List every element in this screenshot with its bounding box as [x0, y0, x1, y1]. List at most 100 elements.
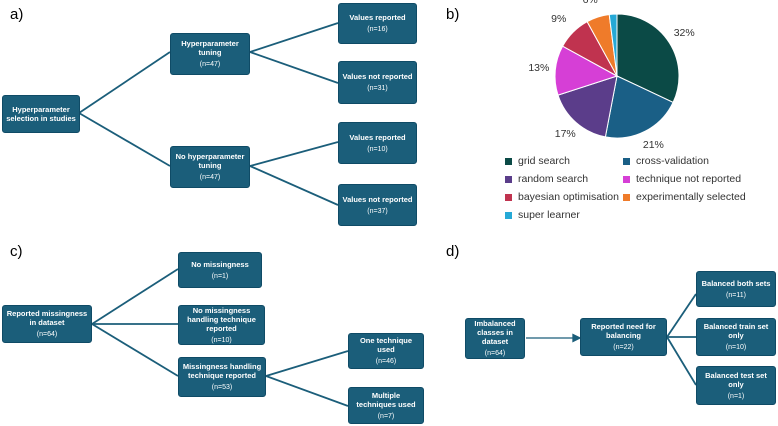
box-c-root-title: Reported missingness in dataset: [6, 309, 88, 327]
box-a-no-tuning: No hyperparameter tuning (n=47): [170, 146, 250, 188]
connector-a-tuning-reported: [249, 22, 339, 53]
pie-slice-random-search: [557, 75, 618, 138]
pie-label-bayesian-optimisation: 9%: [551, 13, 567, 26]
pie-slice-grid-search: [616, 13, 680, 104]
box-d-test-count: (n=1): [727, 392, 745, 400]
legend-swatch: [623, 175, 630, 183]
box-c-reported: Missingness handling technique reported …: [178, 357, 266, 397]
box-c-one-count: (n=46): [375, 358, 397, 365]
pie-label-super-learner: 2%: [602, 0, 617, 2]
box-d-imbalanced-count: (n=64): [484, 350, 506, 357]
connector-a-root-tuning: [78, 51, 171, 114]
box-d-train-title: Balanced train set only: [703, 322, 769, 340]
connector-c-root-reported: [91, 323, 179, 377]
box-a-notuning-not-reported-title: Values not reported: [342, 194, 413, 204]
box-c-reported-count: (n=53): [211, 384, 233, 391]
box-d-need: Reported need for balancing (n=22): [580, 318, 667, 356]
pie-label-random-search: 17%: [554, 128, 576, 141]
panel-label-a: a): [10, 6, 24, 23]
box-a-tuning-not-reported-title: Values not reported: [342, 72, 413, 81]
legend-label: experimentally selected: [636, 191, 746, 203]
box-c-one-title: One technique used: [359, 336, 413, 354]
box-d-train-count: (n=10): [725, 344, 747, 351]
box-d-test-title: Balanced test set only: [705, 370, 767, 389]
box-a-tuning-reported-title: Values reported: [349, 13, 406, 22]
legend-item-cross-validation: cross-validation: [623, 155, 709, 167]
pie-label-technique-not-reported: 13%: [528, 61, 550, 74]
legend-label: technique not reported: [636, 173, 742, 185]
panel-label-d: d): [446, 243, 460, 260]
box-a-notuning-reported-title: Values reported: [349, 132, 406, 142]
legend-label: cross-validation: [636, 155, 709, 167]
legend-swatch: [623, 193, 630, 201]
legend-item-grid-search: grid search: [505, 155, 570, 167]
box-d-imbalanced-title: Imbalanced classes in dataset: [474, 319, 516, 346]
legend-swatch: [505, 175, 512, 183]
box-a-notuning-reported: Values reported (n=10): [338, 122, 417, 164]
box-a-tuning-not-reported: Values not reported (n=31): [338, 61, 417, 104]
legend-label: bayesian optimisation: [518, 191, 619, 203]
legend-swatch: [505, 157, 512, 165]
pie-label-experimentally-selected: 6%: [583, 0, 598, 6]
box-c-root: Reported missingness in dataset (n=64): [2, 305, 92, 343]
box-d-imbalanced: Imbalanced classes in dataset (n=64): [465, 318, 525, 359]
box-c-multiple-count: (n=7): [377, 412, 395, 420]
box-d-test: Balanced test set only (n=1): [696, 366, 776, 405]
box-d-need-title: Reported need for balancing: [591, 322, 656, 340]
box-c-none-count: (n=1): [211, 272, 229, 280]
box-c-not-reported-count: (n=10): [211, 336, 232, 344]
connector-a-tuning-notreported: [249, 51, 339, 84]
legend-label: grid search: [518, 155, 570, 167]
box-a-tuning-reported-count: (n=16): [367, 26, 388, 33]
panel-label-c: c): [10, 243, 23, 260]
box-a-notuning-not-reported: Values not reported (n=37): [338, 184, 417, 226]
legend-label: super learner: [518, 209, 580, 221]
arrowhead-d: [572, 333, 582, 343]
legend-item-experimentally-selected: experimentally selected: [623, 191, 746, 203]
connector-a-root-notuning: [78, 112, 171, 167]
legend-swatch: [505, 211, 512, 219]
connector-c-reported-one: [265, 350, 349, 377]
pie-label-grid-search: 32%: [673, 26, 695, 39]
box-c-multiple-title: Multiple techniques used: [356, 390, 416, 409]
box-c-none: No missingness (n=1): [178, 252, 262, 288]
legend-item-super-learner: super learner: [505, 209, 580, 221]
box-d-both-count: (n=11): [726, 291, 746, 299]
legend-swatch: [505, 193, 512, 201]
box-d-train: Balanced train set only (n=10): [696, 318, 776, 356]
box-d-both: Balanced both sets (n=11): [696, 271, 776, 307]
connector-c-root-none: [91, 268, 179, 325]
box-a-root-title: Hyperparameter selection in studies: [6, 105, 76, 123]
box-a-tuning-count: (n=47): [199, 61, 221, 68]
connector-d-need-test: [666, 336, 697, 386]
box-c-root-count: (n=64): [36, 331, 58, 338]
box-a-tuning: Hyperparameter tuning (n=47): [170, 33, 250, 75]
legend-swatch: [623, 157, 630, 165]
box-d-both-title: Balanced both sets: [701, 278, 771, 288]
box-a-notuning-reported-count: (n=10): [367, 145, 388, 153]
box-c-one: One technique used (n=46): [348, 333, 424, 369]
box-c-multiple: Multiple techniques used (n=7): [348, 387, 424, 424]
pie-label-cross-validation: 21%: [642, 139, 664, 152]
connector-d-need-both: [666, 293, 697, 338]
panel-label-b: b): [446, 6, 460, 23]
box-a-no-tuning-title: No hyperparameter tuning: [175, 152, 245, 170]
box-c-reported-title: Missingness handling technique reported: [182, 362, 262, 380]
box-a-tuning-not-reported-count: (n=31): [367, 85, 388, 92]
box-c-not-reported-title: No missingness handling technique report…: [187, 305, 256, 333]
pie-slice-cross-validation: [604, 75, 674, 139]
legend-item-random-search: random search: [505, 173, 588, 185]
box-a-tuning-title: Hyperparameter tuning: [181, 39, 239, 57]
box-c-not-reported: No missingness handling technique report…: [178, 305, 265, 345]
legend-item-bayesian-optimisation: bayesian optimisation: [505, 191, 619, 203]
box-a-tuning-reported: Values reported (n=16): [338, 3, 417, 44]
box-a-notuning-not-reported-count: (n=37): [367, 207, 388, 215]
box-c-none-title: No missingness: [191, 259, 249, 269]
legend-label: random search: [518, 173, 589, 185]
box-a-root: Hyperparameter selection in studies: [2, 95, 80, 133]
legend-item-technique-not-reported: technique not reported: [623, 173, 741, 185]
connector-a-notuning-reported: [249, 141, 339, 167]
connector-c-reported-multiple: [265, 375, 349, 407]
pie-slice-super-learner: [608, 13, 618, 77]
